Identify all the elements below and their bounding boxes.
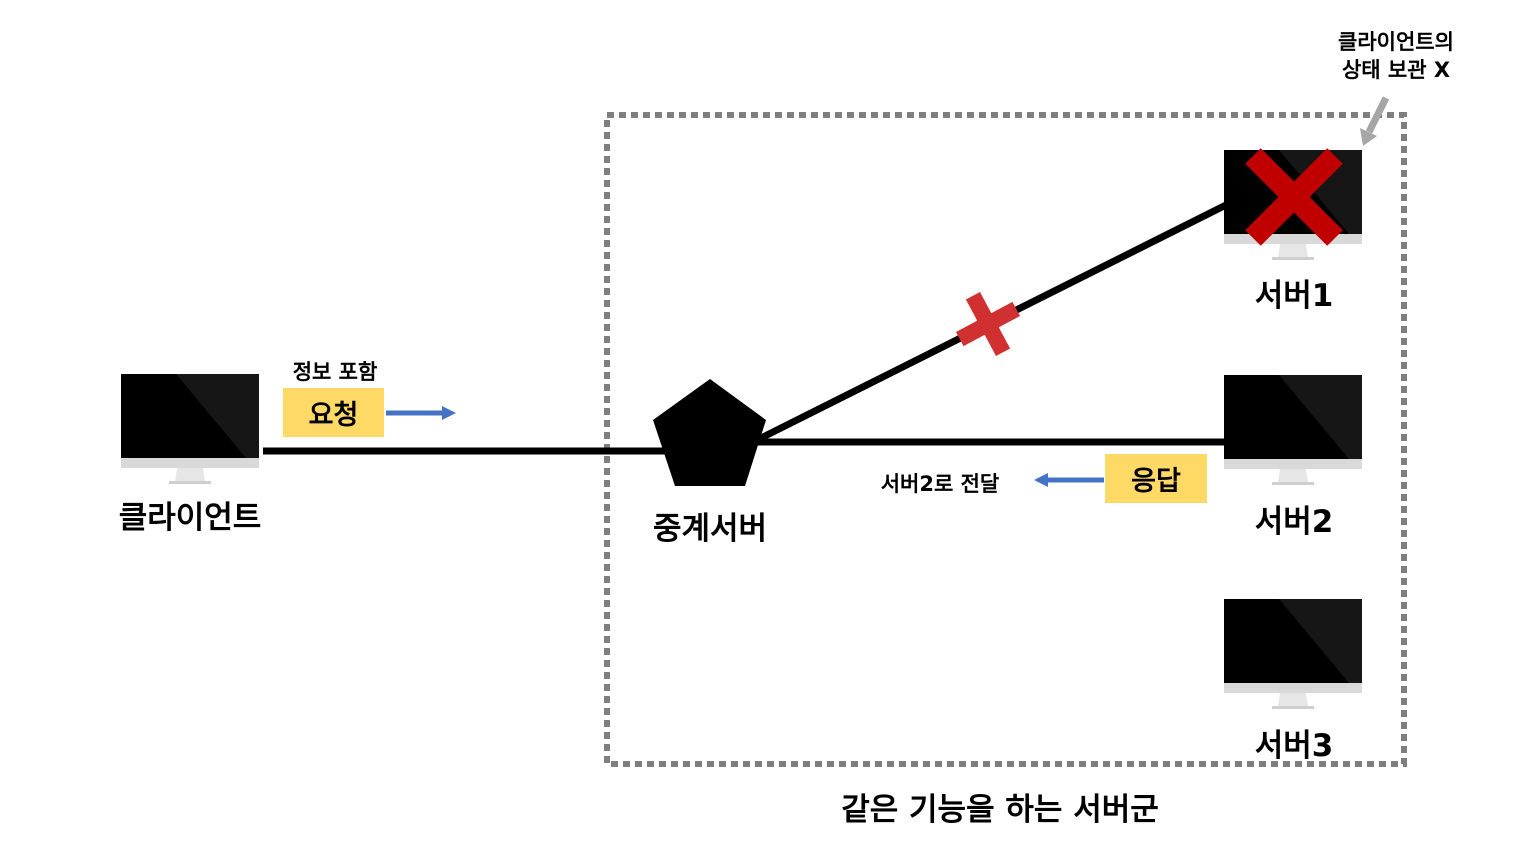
response-caption: 서버2로 전달 xyxy=(880,472,1000,496)
note-line-2: 상태 보관 X xyxy=(1341,58,1451,82)
stateless-note: 클라이언트의 상태 보관 X xyxy=(1296,28,1496,84)
request-caption: 정보 포함 xyxy=(292,360,378,384)
link-break-x-icon xyxy=(955,291,1021,357)
server3-label: 서버3 xyxy=(1254,728,1334,764)
server2-monitor-icon xyxy=(1224,375,1362,485)
client-monitor-icon xyxy=(121,374,259,484)
note-pointer-arrow-icon xyxy=(1360,96,1390,146)
client-label: 클라이언트 xyxy=(118,500,262,536)
server2-label: 서버2 xyxy=(1254,504,1334,540)
pentagon-node-icon xyxy=(653,379,766,486)
server-group-border xyxy=(604,112,1407,767)
response-tag: 응답 xyxy=(1105,454,1207,503)
server-group-label: 같은 기능을 하는 서버군 xyxy=(841,792,1159,828)
request-tag: 요청 xyxy=(283,388,384,437)
server1-failed-x-icon xyxy=(1245,148,1343,246)
note-line-1: 클라이언트의 xyxy=(1338,30,1454,54)
server3-monitor-icon xyxy=(1224,599,1362,709)
response-arrow-icon xyxy=(1034,473,1104,487)
proxy-label: 중계서버 xyxy=(652,511,768,547)
request-arrow-icon xyxy=(386,406,456,420)
server1-label: 서버1 xyxy=(1254,278,1334,314)
